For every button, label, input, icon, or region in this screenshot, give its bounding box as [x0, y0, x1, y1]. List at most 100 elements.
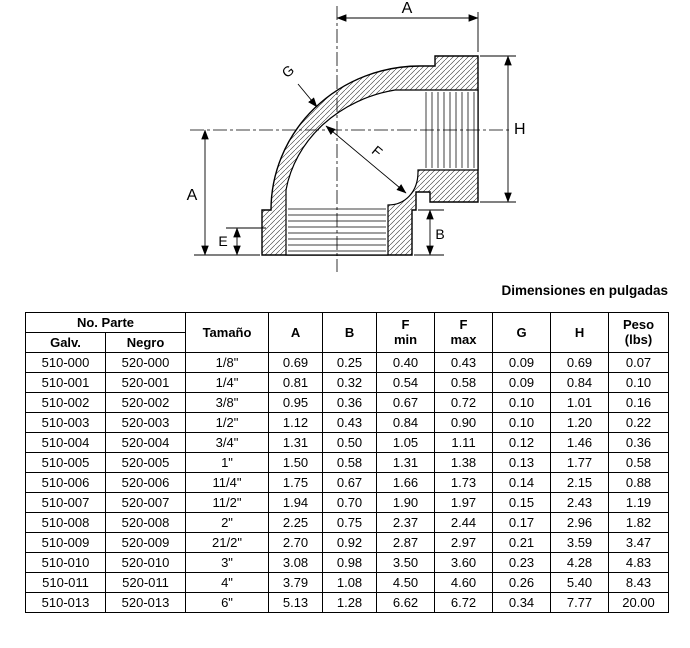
- table-cell: 0.95: [268, 392, 324, 413]
- table-cell: 1.05: [376, 432, 436, 453]
- table-cell: 1.46: [550, 432, 610, 453]
- table-cell: 0.25: [322, 352, 378, 373]
- table-cell: 1.94: [268, 492, 324, 513]
- table-cell: 0.16: [608, 392, 670, 413]
- table-cell: 520-013: [104, 592, 187, 613]
- table-cell: 2.70: [268, 532, 324, 553]
- header-line: F: [401, 316, 410, 332]
- table-cell: 3": [185, 552, 270, 573]
- table-cell: 0.34: [492, 592, 552, 613]
- table-cell: 1.66: [376, 472, 436, 493]
- table-cell: 1.01: [550, 392, 610, 413]
- table-cell: 3.47: [608, 532, 670, 553]
- table-cell: 4.83: [608, 552, 670, 573]
- elbow-technical-drawing: A H A E B F G: [187, 0, 526, 272]
- table-cell: 510-003: [25, 412, 106, 433]
- table-cell: 0.12: [492, 432, 552, 453]
- table-cell: 3/4": [185, 432, 270, 453]
- table-cell: 510-002: [25, 392, 106, 413]
- dim-line-f: [325, 125, 407, 194]
- table-cell: 6": [185, 592, 270, 613]
- table-cell: 1.50: [268, 452, 324, 473]
- table-cell: 0.84: [550, 372, 610, 393]
- table-cell: 3.59: [550, 532, 610, 553]
- table-cell: 520-007: [104, 492, 187, 513]
- table-cell: 0.58: [434, 372, 494, 393]
- table-cell: 7.77: [550, 592, 610, 613]
- table-cell: 0.54: [376, 372, 436, 393]
- table-cell: 0.10: [608, 372, 670, 393]
- table-cell: 0.50: [322, 432, 378, 453]
- table-cell: 510-011: [25, 572, 106, 593]
- table-cell: 20.00: [608, 592, 670, 613]
- col-header-b: B: [322, 312, 378, 353]
- col-header-tamano: Tamaño: [185, 312, 270, 353]
- table-cell: 520-006: [104, 472, 187, 493]
- table-cell: 4.50: [376, 572, 436, 593]
- table-cell: 4": [185, 572, 270, 593]
- table-cell: 0.36: [608, 432, 670, 453]
- table-cell: 21/2": [185, 532, 270, 553]
- table-cell: 0.22: [608, 412, 670, 433]
- table-cell: 520-004: [104, 432, 187, 453]
- table-cell: 0.32: [322, 372, 378, 393]
- table-cell: 1.75: [268, 472, 324, 493]
- table-cell: 510-000: [25, 352, 106, 373]
- table-cell: 520-003: [104, 412, 187, 433]
- table-cell: 2.44: [434, 512, 494, 533]
- table-cell: 1.08: [322, 572, 378, 593]
- table-cell: 0.75: [322, 512, 378, 533]
- dim-label-g: G: [278, 62, 297, 81]
- table-cell: 510-008: [25, 512, 106, 533]
- table-cell: 6.72: [434, 592, 494, 613]
- table-cell: 0.72: [434, 392, 494, 413]
- table-cell: 0.43: [322, 412, 378, 433]
- table-cell: 2.37: [376, 512, 436, 533]
- table-cell: 510-013: [25, 592, 106, 613]
- table-cell: 4.28: [550, 552, 610, 573]
- table-cell: 510-010: [25, 552, 106, 573]
- table-cell: 2.97: [434, 532, 494, 553]
- table-cell: 1.11: [434, 432, 494, 453]
- table-cell: 1.90: [376, 492, 436, 513]
- table-cell: 1.28: [322, 592, 378, 613]
- table-cell: 6.62: [376, 592, 436, 613]
- table-cell: 1.97: [434, 492, 494, 513]
- table-cell: 3.60: [434, 552, 494, 573]
- table-cell: 2.43: [550, 492, 610, 513]
- dim-label-e: E: [218, 233, 227, 249]
- extension-lines-h: [480, 55, 516, 203]
- table-cell: 0.43: [434, 352, 494, 373]
- table-cell: 0.58: [322, 452, 378, 473]
- dimension-lines: [194, 12, 516, 256]
- table-cell: 0.17: [492, 512, 552, 533]
- col-header-f-max: F max: [434, 312, 494, 353]
- table-cell: 0.14: [492, 472, 552, 493]
- table-cell: 520-000: [104, 352, 187, 373]
- header-line: min: [393, 331, 418, 347]
- table-cell: 0.09: [492, 372, 552, 393]
- table-cell: 510-005: [25, 452, 106, 473]
- table-cell: 1/8": [185, 352, 270, 373]
- header-line: F: [459, 316, 468, 332]
- table-cell: 0.69: [268, 352, 324, 373]
- table-cell: 4.60: [434, 572, 494, 593]
- col-header-h: H: [550, 312, 610, 353]
- table-cell: 510-009: [25, 532, 106, 553]
- table-cell: 2.15: [550, 472, 610, 493]
- dim-label-a-left: A: [187, 187, 198, 204]
- table-cell: 3.08: [268, 552, 324, 573]
- table-cell: 0.36: [322, 392, 378, 413]
- table-cell: 0.69: [550, 352, 610, 373]
- table-cell: 3.79: [268, 572, 324, 593]
- table-cell: 510-001: [25, 372, 106, 393]
